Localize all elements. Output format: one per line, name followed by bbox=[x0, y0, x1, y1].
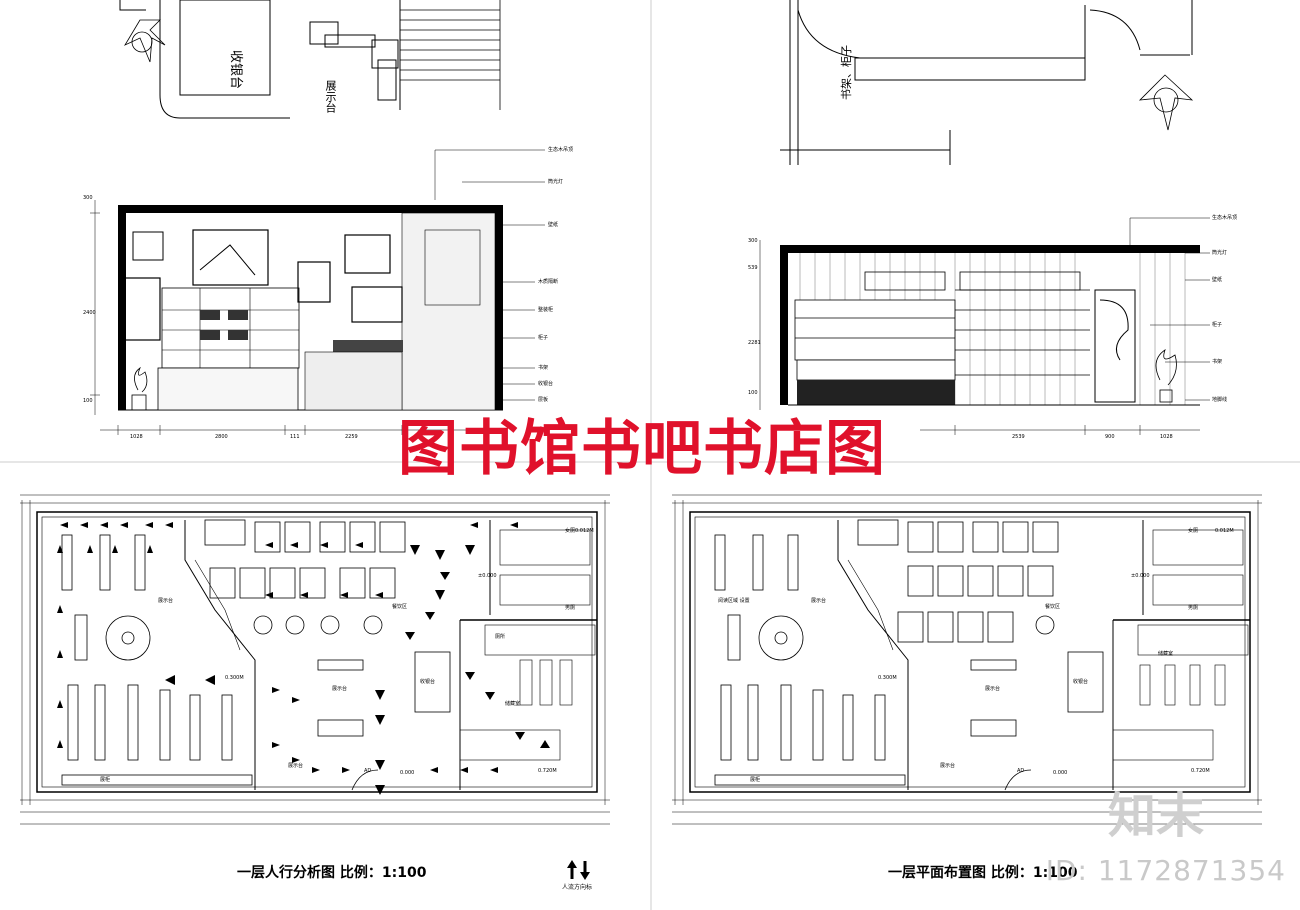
annotation-label: 书架 bbox=[538, 365, 549, 371]
room-label: 展示台 bbox=[332, 686, 348, 692]
annotation-label: 柜子 bbox=[538, 335, 549, 341]
room-label: 女厕 bbox=[565, 528, 576, 534]
room-label: 男厕 bbox=[565, 605, 576, 611]
level-label: 0.720M bbox=[538, 768, 557, 774]
room-label: 女厕 bbox=[1188, 528, 1199, 534]
annotation-label: 收银台 bbox=[538, 381, 554, 387]
room-label: 展示台 bbox=[811, 598, 827, 604]
annotation-label: 生态木吊顶 bbox=[1212, 215, 1238, 221]
wall-label: 书架、柜子 bbox=[840, 45, 853, 100]
room-label: 厕所 bbox=[495, 634, 506, 640]
flow-direction-legend-icon bbox=[567, 860, 590, 880]
dimension-label: 111 bbox=[290, 434, 300, 440]
top-left-elevation bbox=[90, 149, 545, 435]
level-label: 0.000 bbox=[1053, 770, 1068, 776]
flow-arrows bbox=[57, 522, 550, 795]
room-label: 展柜 bbox=[750, 777, 761, 783]
flow-plan-title: 一层人行分析图 比例：1:100 bbox=[237, 865, 427, 881]
dimension-label: 2259 bbox=[345, 434, 358, 440]
level-label: 0.012M bbox=[1215, 528, 1234, 534]
cashier-label: 收银台 bbox=[228, 50, 243, 89]
entry-label: AD bbox=[1017, 768, 1025, 774]
dimension-label: 100 bbox=[83, 398, 93, 404]
dimension-label: 100 bbox=[748, 390, 758, 396]
image-id-watermark: ID: 1172871354 bbox=[1045, 854, 1286, 887]
plant-icon bbox=[1138, 74, 1194, 131]
level-label: ±0.000 bbox=[1131, 573, 1150, 579]
annotation-label: 整装柜 bbox=[538, 307, 554, 313]
annotation-label: 壁纸 bbox=[1212, 277, 1223, 283]
room-label: 储藏室 bbox=[1158, 651, 1174, 657]
room-label: 餐饮区 bbox=[392, 604, 408, 610]
entry-label: AD bbox=[364, 768, 372, 774]
room-label: 展示台 bbox=[158, 598, 174, 604]
annotation-label: 层板 bbox=[538, 397, 549, 403]
top-right-elevation bbox=[759, 217, 1210, 435]
room-label: 储藏室 bbox=[505, 701, 521, 707]
room-label: 展示台 bbox=[288, 763, 304, 769]
top-right-plan-fragment bbox=[780, 0, 1194, 165]
room-label: 展示台 bbox=[985, 686, 1001, 692]
room-label: 阅读区域 设置 bbox=[718, 598, 750, 604]
main-title: 图书馆书吧书店图 bbox=[398, 414, 886, 484]
brand-watermark: 知末 bbox=[1108, 788, 1205, 844]
potted-plant-icon bbox=[131, 366, 148, 411]
annotation-label: 筒光灯 bbox=[548, 179, 564, 185]
flow-legend-label: 人流方向标 bbox=[562, 884, 593, 891]
room-label: 餐饮区 bbox=[1045, 604, 1061, 610]
plant-icon bbox=[123, 19, 166, 63]
annotation-label: 地脚线 bbox=[1212, 397, 1228, 403]
room-label: 男厕 bbox=[1188, 605, 1199, 611]
level-label: 0.012M bbox=[575, 528, 594, 534]
top-left-plan-fragment bbox=[119, 0, 501, 119]
annotation-label: 木质隔断 bbox=[538, 279, 559, 285]
dimension-label: 2800 bbox=[215, 434, 228, 440]
dimension-label: 2281 bbox=[748, 340, 761, 346]
level-label: 0.300M bbox=[878, 675, 897, 681]
dimension-label: 300 bbox=[748, 238, 758, 244]
dimension-label: 1028 bbox=[1160, 434, 1173, 440]
room-label: 展示台 bbox=[940, 763, 956, 769]
layout-plan-title: 一层平面布置图 比例：1:100 bbox=[888, 865, 1078, 881]
room-label: 展柜 bbox=[100, 777, 111, 783]
annotation-label: 筒光灯 bbox=[1212, 250, 1228, 256]
annotation-label: 柜子 bbox=[1212, 322, 1223, 328]
level-label: 0.300M bbox=[225, 675, 244, 681]
level-label: 0.000 bbox=[400, 770, 415, 776]
annotation-label: 壁纸 bbox=[548, 222, 559, 228]
annotation-label: 生态木吊顶 bbox=[548, 147, 574, 153]
level-label: ±0.000 bbox=[478, 573, 497, 579]
dimension-label: 300 bbox=[83, 195, 93, 201]
level-label: 0.720M bbox=[1191, 768, 1210, 774]
dimension-label: 900 bbox=[1105, 434, 1115, 440]
dimension-label: 2539 bbox=[1012, 434, 1025, 440]
dimension-label: 2400 bbox=[83, 310, 96, 316]
room-label: 收银台 bbox=[1073, 679, 1089, 685]
room-label: 收银台 bbox=[420, 679, 436, 685]
dimension-label: 1028 bbox=[130, 434, 143, 440]
floor-plan-layout bbox=[672, 494, 1262, 825]
potted-plant-icon bbox=[1155, 349, 1177, 403]
display-stand-label: 展示台 bbox=[324, 80, 337, 113]
dimension-label: 539 bbox=[748, 265, 758, 271]
annotation-label: 书架 bbox=[1212, 359, 1223, 365]
floor-plan-flow bbox=[20, 494, 610, 825]
